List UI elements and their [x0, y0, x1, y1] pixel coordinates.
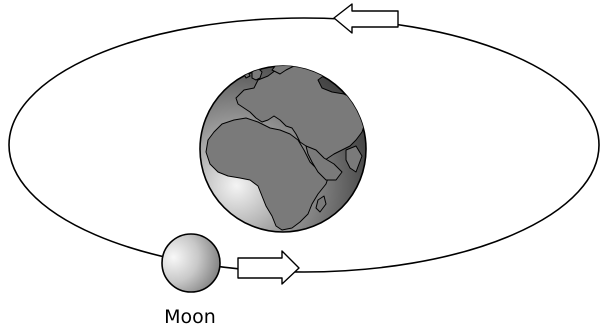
moon-label: Moon	[164, 306, 216, 328]
orbit-direction-arrow-top	[334, 4, 398, 33]
earth	[200, 56, 366, 232]
moon	[162, 234, 220, 292]
orbit-direction-arrow-bottom	[238, 251, 299, 284]
